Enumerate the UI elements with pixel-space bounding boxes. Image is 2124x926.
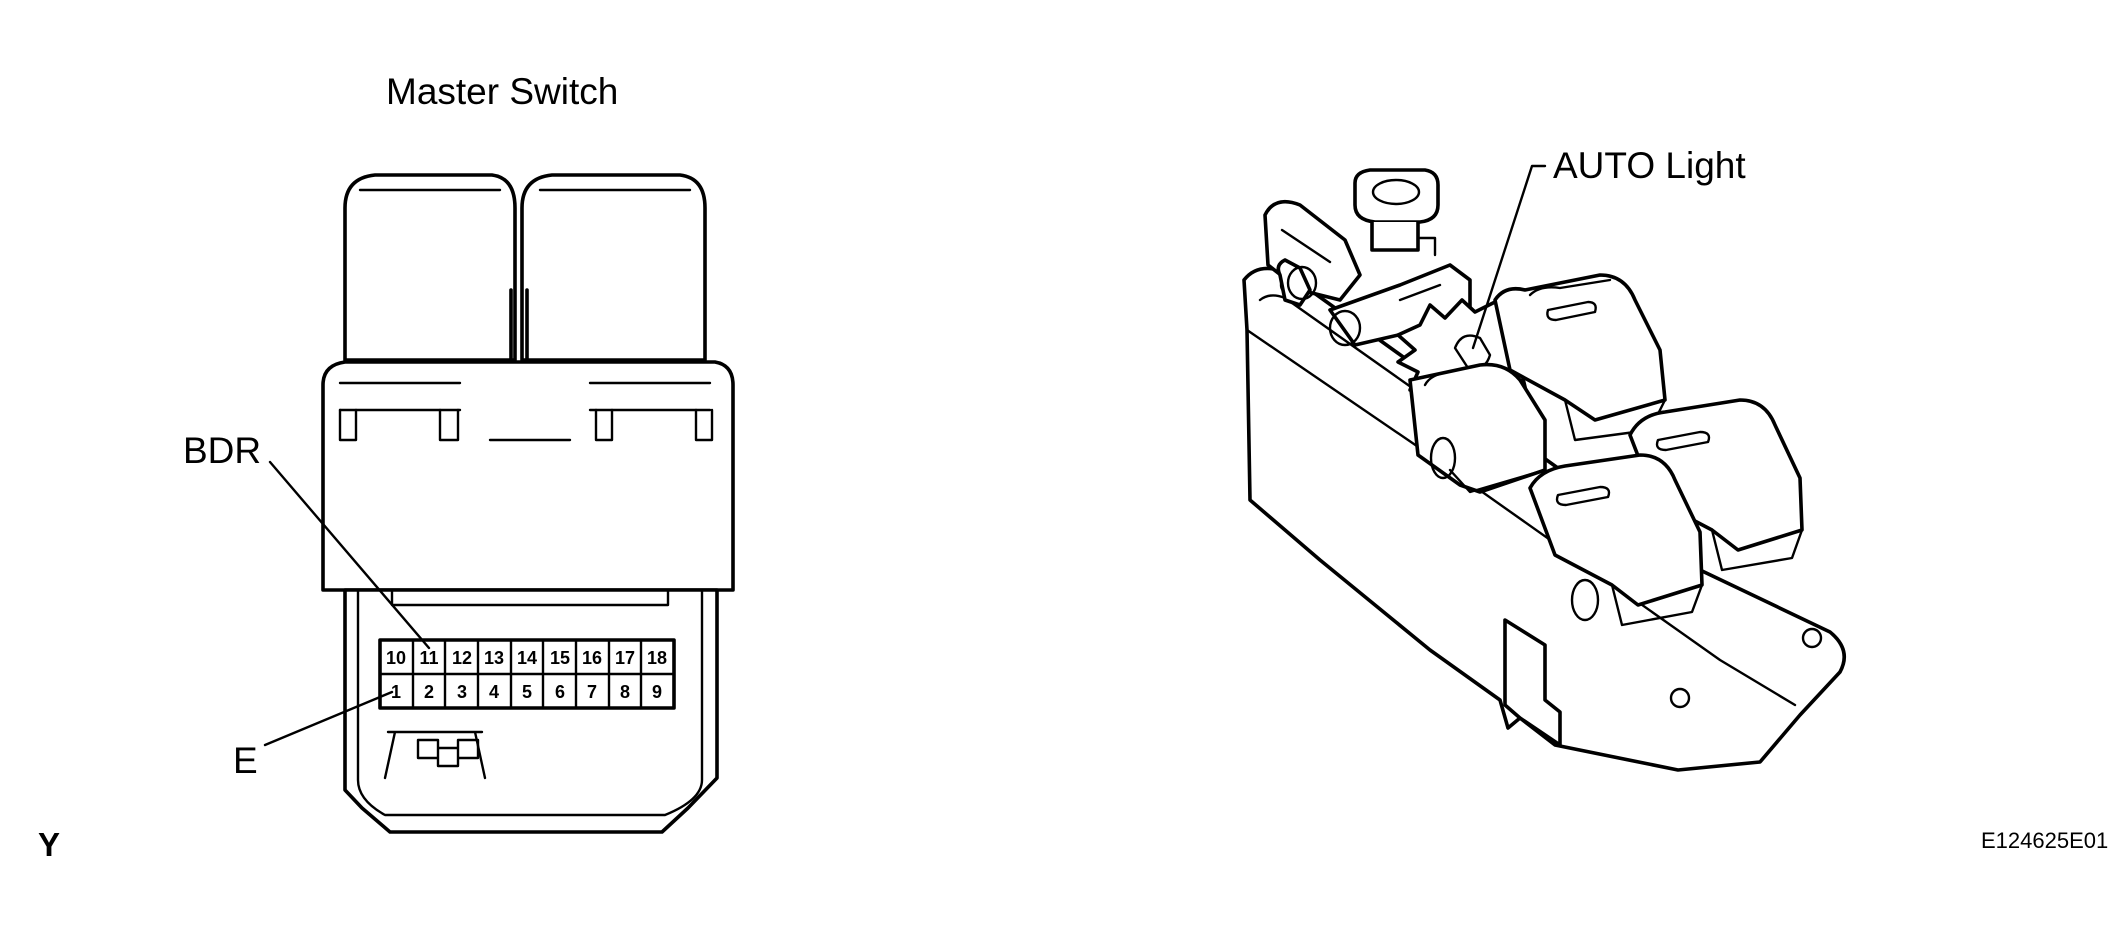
connector-pin-grid: 10 11 12 13 14 15 16 17 18 1 2 3 4 5 6 7…: [378, 638, 676, 710]
bdr-leader-line: [268, 460, 431, 650]
auto-light-label: AUTO Light: [1553, 145, 1746, 186]
e-label: E: [233, 740, 258, 781]
master-switch-title: Master Switch: [386, 71, 618, 112]
pin-16: 16: [582, 648, 602, 668]
corner-mark: Y: [38, 826, 60, 863]
pin-10: 10: [386, 648, 406, 668]
pin-14: 14: [517, 648, 537, 668]
master-switch-isometric-view: [1242, 168, 1847, 772]
pin-2: 2: [424, 682, 434, 702]
pin-12: 12: [452, 648, 472, 668]
pin-4: 4: [489, 682, 499, 702]
bdr-label: BDR: [183, 430, 261, 471]
pin-1: 1: [391, 682, 401, 702]
e-leader-line: [263, 690, 394, 747]
pin-13: 13: [484, 648, 504, 668]
figure-code: E124625E01: [1981, 828, 2108, 853]
pin-17: 17: [615, 648, 635, 668]
pin-3: 3: [457, 682, 467, 702]
pin-15: 15: [550, 648, 570, 668]
pin-18: 18: [647, 648, 667, 668]
pin-9: 9: [652, 682, 662, 702]
pin-6: 6: [555, 682, 565, 702]
pin-5: 5: [522, 682, 532, 702]
pin-11: 11: [419, 648, 438, 668]
master-switch-rear-view: 10 11 12 13 14 15 16 17 18 1 2 3 4 5 6 7…: [321, 173, 735, 834]
pin-7: 7: [587, 682, 597, 702]
pin-8: 8: [620, 682, 630, 702]
auto-light-leader-line: [1471, 164, 1547, 350]
